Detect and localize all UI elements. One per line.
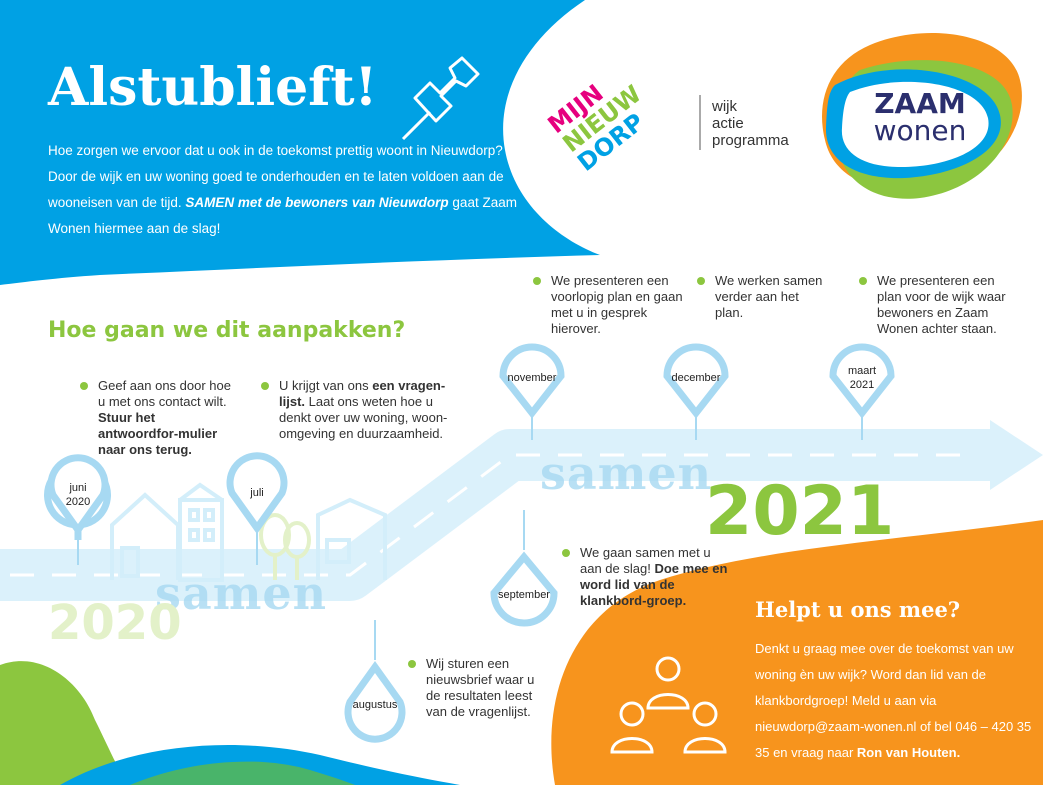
- program-label: wijk actie programma: [712, 98, 789, 149]
- bullet-juli-bold: een vragen-lijst.: [279, 378, 446, 409]
- logo-zaam: ZAAM: [874, 87, 966, 120]
- program-line-2: actie: [712, 115, 744, 132]
- green-corner-shape-2: [130, 761, 355, 785]
- intro-text-part-1: Hoe zorgen we ervoor dat u ook in de toe…: [48, 143, 504, 210]
- year-2021: 2021: [705, 472, 895, 551]
- pin-shape-juni: [47, 454, 109, 537]
- bullet-maart: We presenteren een plan voor de wijk waa…: [859, 273, 1017, 337]
- bullet-september: We gaan samen met u aan de slag! Doe mee…: [562, 545, 730, 609]
- bullet-juli-text-1: U krijgt van ons: [279, 378, 369, 393]
- bullet-dot: [80, 382, 88, 390]
- pin-shape-november: [499, 343, 565, 419]
- bullet-juli-text-2: Laat ons weten hoe u denkt over uw wonin…: [279, 394, 448, 441]
- bullet-dot: [408, 660, 416, 668]
- zaam-wonen-logo: ZAAM wonen: [860, 87, 980, 147]
- year-2020: 2020: [48, 595, 182, 651]
- orange-panel-shape: [551, 520, 1043, 785]
- zaam-logo-shape: [822, 32, 1022, 199]
- pin-shape-augustus: [344, 660, 406, 743]
- bullet-juni-text: Geef aan ons door hoe u met ons contact …: [98, 378, 231, 409]
- intro-text-part-2: gaat Zaam Wonen hiermee aan de slag!: [48, 195, 517, 236]
- green-corner-shape: [0, 661, 130, 785]
- trees-illustration: [259, 513, 311, 580]
- pin-label-september: september: [498, 589, 550, 601]
- road-word-left: samen: [155, 566, 328, 620]
- bullet-september-bold: Doe mee en word lid van de klankbord-gro…: [580, 561, 728, 608]
- bullet-december: We werken samen verder aan het plan.: [697, 273, 830, 321]
- bullet-augustus: Wij sturen een nieuwsbrief waar u de res…: [408, 656, 546, 720]
- bullet-november: We presenteren een voorlopig plan en gaa…: [533, 273, 686, 337]
- page-title: Alstublieft!: [48, 57, 378, 118]
- houses-illustration: [110, 482, 387, 582]
- pin-shape-juli: [226, 452, 288, 535]
- bullet-dot: [562, 549, 570, 557]
- road-word-right: samen: [540, 446, 713, 500]
- bullet-december-text: We werken samen verder aan het plan.: [715, 273, 823, 320]
- logo-wonen: wonen: [873, 114, 967, 147]
- pin-label-december: december: [671, 372, 721, 384]
- bullet-dot: [697, 277, 705, 285]
- bullet-juni-bold: Stuur het antwoordfor-mulier naar ons te…: [98, 410, 218, 457]
- pin-shape-maart: [829, 343, 895, 419]
- intro-text-bold: SAMEN met de bewoners van Nieuwdorp: [185, 195, 449, 210]
- bullet-maart-text: We presenteren een plan voor de wijk waa…: [877, 273, 1006, 336]
- pin-shape-december: [663, 343, 729, 419]
- bullet-september-text: We gaan samen met u aan de slag!: [580, 545, 711, 576]
- program-line-1: wijk: [712, 98, 737, 115]
- help-text-body: Denkt u graag mee over de toekomst van u…: [755, 641, 1032, 760]
- program-line-3: programma: [712, 132, 789, 149]
- pushpin-icon: [401, 56, 480, 141]
- intro-text: Hoe zorgen we ervoor dat u ook in de toe…: [48, 138, 518, 242]
- pin-label-november: november: [507, 372, 557, 384]
- people-icon: [610, 656, 727, 754]
- bullet-dot: [261, 382, 269, 390]
- help-text: Denkt u graag mee over de toekomst van u…: [755, 636, 1043, 766]
- pin-label-augustus: augustus: [352, 699, 398, 711]
- bullet-dot: [859, 277, 867, 285]
- help-title: Helpt u ons mee?: [755, 597, 961, 622]
- bullet-augustus-text: Wij sturen een nieuwsbrief waar u de res…: [426, 656, 535, 719]
- bullet-juni: Geef aan ons door hoe u met ons contact …: [80, 378, 238, 458]
- pin-label-juli: juli: [250, 487, 264, 499]
- bullet-dot: [533, 277, 541, 285]
- pin-shape-september: [490, 551, 558, 627]
- help-contact-name: Ron van Houten.: [856, 745, 961, 760]
- bullet-november-text: We presenteren een voorlopig plan en gaa…: [551, 273, 683, 336]
- pin-label-juni: juni 2020: [65, 482, 91, 508]
- section-title: Hoe gaan we dit aanpakken?: [48, 318, 406, 343]
- bullet-juli: U krijgt van ons een vragen-lijst. Laat …: [261, 378, 459, 442]
- pin-label-maart: maart 2021: [847, 365, 877, 391]
